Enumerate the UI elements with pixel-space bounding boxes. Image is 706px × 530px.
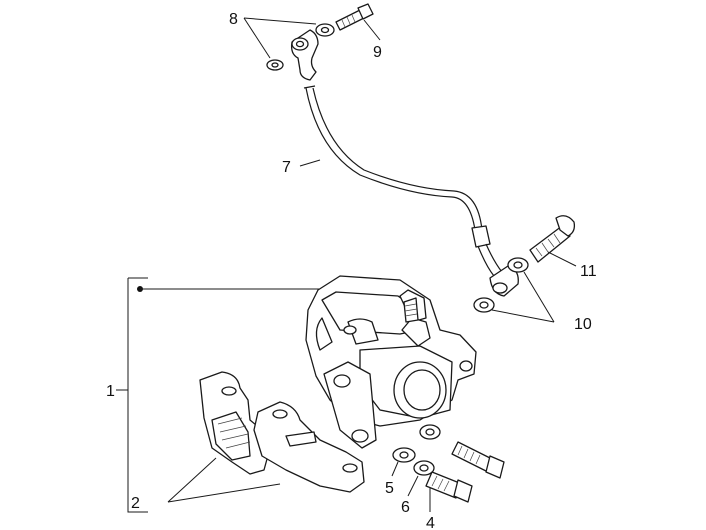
callout-7: 7 <box>282 159 291 176</box>
upper-banjo-fitting <box>266 3 374 81</box>
callout-2: 2 <box>131 495 140 512</box>
brake-pads <box>199 371 365 493</box>
lower-banjo-fitting <box>473 215 576 313</box>
brake-hose <box>303 85 503 277</box>
mounting-bolts <box>392 424 505 503</box>
callout-4: 4 <box>426 515 435 530</box>
callout-leader-lines <box>116 17 577 513</box>
brake-caliper-body <box>305 275 477 449</box>
callout-5: 5 <box>385 480 394 497</box>
callout-8: 8 <box>229 11 238 28</box>
callout-9: 9 <box>373 44 382 61</box>
callout-labels: 1 2 4 5 6 7 8 9 10 11 <box>106 11 597 530</box>
callout-10: 10 <box>574 316 592 333</box>
callout-11: 11 <box>580 263 597 280</box>
callout-6: 6 <box>401 499 410 516</box>
callout-1: 1 <box>106 383 115 400</box>
